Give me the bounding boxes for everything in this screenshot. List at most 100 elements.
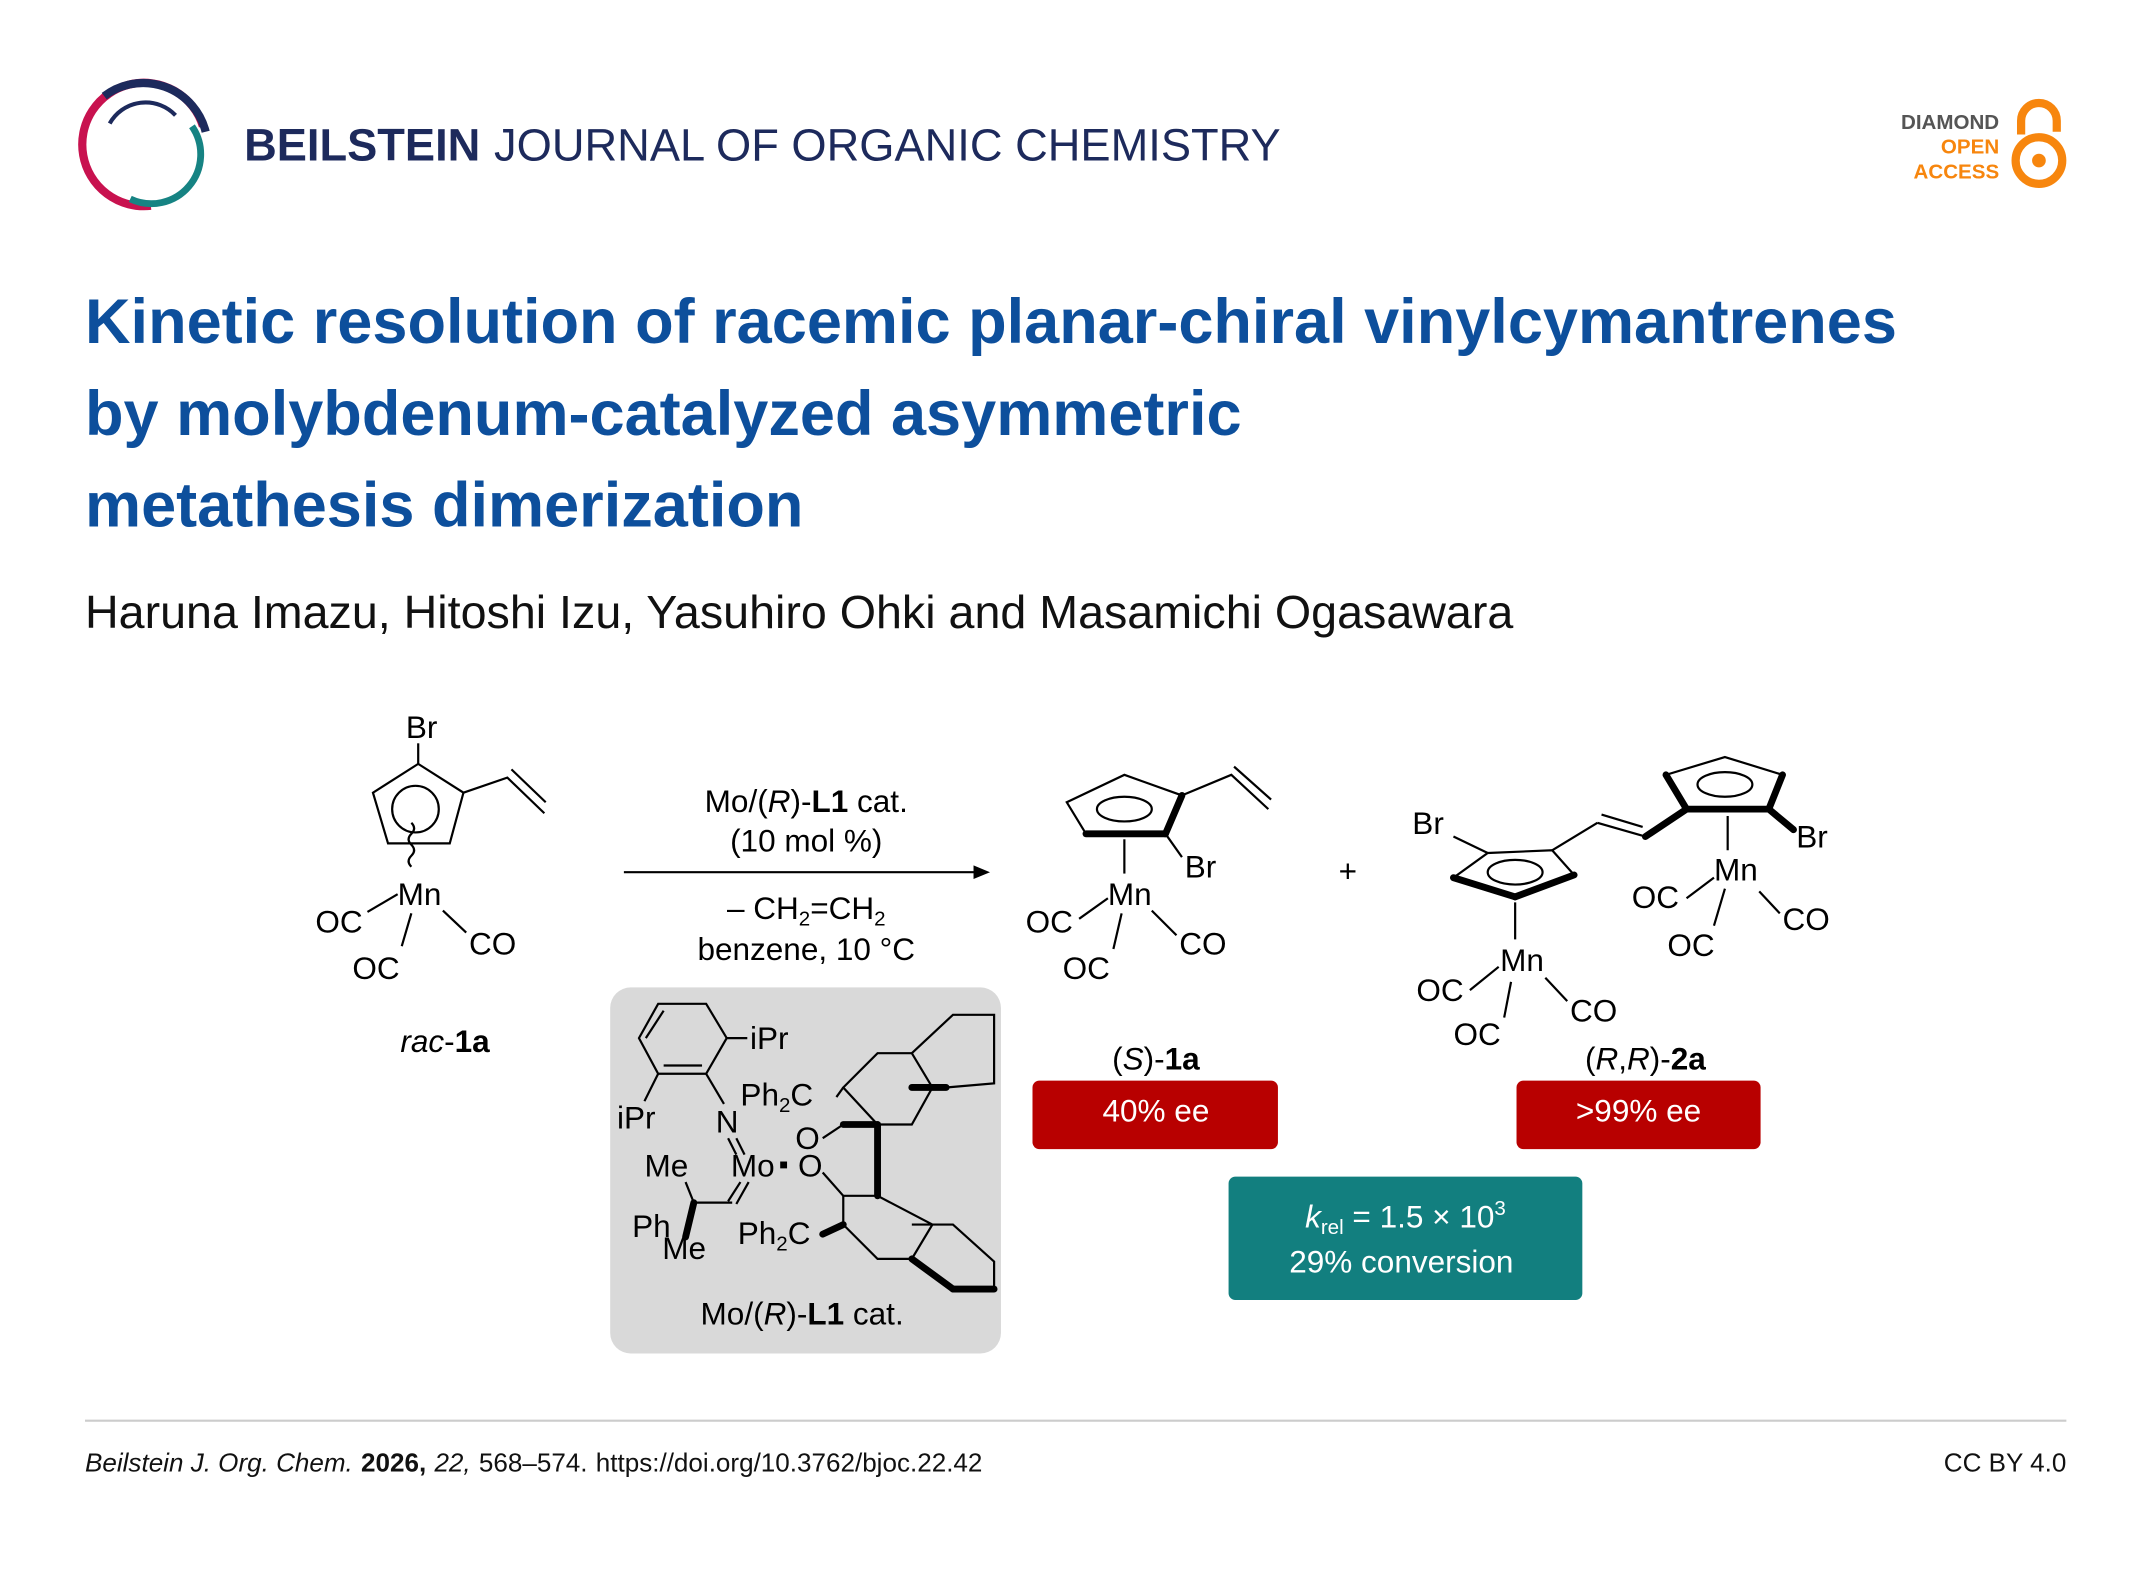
- chem-label: 1a: [1165, 1041, 1201, 1077]
- chem-label: OC: [1416, 972, 1463, 1008]
- chem-label: Mn: [1500, 942, 1544, 978]
- chem-label: Me: [644, 1148, 688, 1184]
- chem-label: iPr: [750, 1020, 789, 1056]
- bond-line: [1233, 765, 1272, 801]
- article-title: Kinetic resolution of racemic planar-chi…: [85, 287, 1897, 541]
- chem-label: Mo/(R)-L1 cat.: [705, 783, 908, 819]
- chem-label: Ph: [738, 1215, 777, 1251]
- bond-line: [366, 893, 399, 913]
- chem-label: Me: [662, 1230, 706, 1266]
- product-s-1a: Br Mn OC CO OC (S)-1a 40% ee: [1026, 765, 1278, 1150]
- chem-label: BEILSTEIN: [244, 120, 480, 171]
- bond-line: [463, 776, 546, 815]
- chem-label: 2026,: [361, 1447, 426, 1477]
- authors: Haruna Imazu, Hitoshi Izu, Yasuhiro Ohki…: [85, 586, 1513, 638]
- chem-label: Br: [406, 709, 438, 745]
- bond-line: [1095, 795, 1153, 823]
- bond-line: [1765, 805, 1797, 834]
- chem-label: L1: [811, 783, 848, 819]
- chem-label: 1a: [455, 1023, 491, 1059]
- bond-line: [2011, 133, 2067, 188]
- chem-label: Br: [1412, 805, 1444, 841]
- compound-label: (R,R)-2a: [1585, 1041, 1706, 1077]
- bond-line: [2032, 153, 2046, 168]
- bond-line: [822, 1123, 844, 1140]
- plus-sign: +: [1339, 853, 1357, 889]
- chem-label: 568–574.: [479, 1447, 588, 1477]
- ee-value: >99% ee: [1576, 1093, 1701, 1129]
- chem-label: O: [798, 1148, 823, 1184]
- chem-label: L1: [807, 1296, 844, 1332]
- chem-label: 2: [779, 1094, 790, 1117]
- chem-label: Br: [1185, 849, 1217, 885]
- chem-label: CO: [1570, 993, 1617, 1029]
- reaction-arrow: [623, 865, 990, 880]
- chem-label: cat.: [844, 1296, 904, 1332]
- chem-label: DIAMOND: [1901, 111, 1999, 134]
- bond-line: [1685, 876, 1715, 900]
- bond-line: [705, 1073, 725, 1105]
- chem-label: rel: [1321, 1216, 1344, 1239]
- bond-line: [407, 822, 416, 868]
- open-lock-icon: [2011, 98, 2067, 188]
- bond-line: [727, 1181, 742, 1202]
- chem-label: )-: [1650, 1041, 1671, 1077]
- bond-line: [643, 1073, 660, 1102]
- bond-line: [1712, 888, 1726, 926]
- bond-line: [911, 1013, 996, 1089]
- compound-label: (S)-1a: [1112, 1041, 1200, 1077]
- chem-label: Br: [1796, 819, 1828, 855]
- chem-label: Mn: [398, 876, 442, 912]
- bond-line: [442, 909, 467, 934]
- chem-label: OC: [315, 904, 362, 940]
- chem-label: metathesis dimerization: [85, 471, 803, 541]
- bond-line: [727, 1137, 738, 1156]
- bond-line: [1601, 813, 1643, 829]
- chem-label: Mo/(: [701, 1296, 765, 1332]
- chem-label: – CH2=CH2: [727, 890, 886, 931]
- chem-label: 2: [776, 1233, 787, 1256]
- bond-line: [1641, 805, 1690, 840]
- chem-label: Beilstein J. Org. Chem.: [85, 1447, 353, 1477]
- bond-line: [735, 1137, 746, 1156]
- bond-line: [1469, 965, 1500, 991]
- ee-value: 40% ee: [1102, 1093, 1209, 1129]
- chem-label: 2: [799, 908, 810, 931]
- bond-line: [644, 1010, 665, 1039]
- chem-label: )-: [790, 783, 811, 819]
- chem-label: Ph2C: [740, 1076, 813, 1117]
- chem-label: Mn: [1108, 876, 1152, 912]
- bond-line: [1451, 849, 1576, 899]
- bond-line: [2016, 98, 2061, 135]
- bond-line: [1765, 771, 1786, 813]
- chem-label: Ph: [632, 1208, 671, 1244]
- bond-line: [1551, 821, 1598, 852]
- bond-line: [1452, 835, 1489, 854]
- chem-label: R: [764, 1296, 787, 1332]
- bond-line: [1151, 909, 1178, 937]
- catalyst-structure: iPr iPr N Ph2C O Mo O Me Ph Me Ph2C Mo/(…: [610, 987, 1001, 1354]
- krel-box: krel = 1.5 × 103 29% conversion: [1228, 1176, 1583, 1301]
- bond-line: [610, 987, 1001, 1354]
- bond-line: [821, 1171, 845, 1197]
- chem-label: R: [768, 783, 791, 819]
- doi-link[interactable]: https://doi.org/10.3762/bjoc.22.42: [596, 1447, 983, 1477]
- bond-line: [1164, 833, 1183, 858]
- chem-label: OPEN: [1941, 136, 1999, 159]
- chem-label: OC: [352, 950, 399, 986]
- bond-line: [510, 768, 547, 804]
- bond-line: [1662, 771, 1690, 813]
- chem-label: 3: [1494, 1197, 1505, 1220]
- bond-line: [911, 1223, 996, 1290]
- bond-line: [1511, 871, 1578, 901]
- bond-line: [1228, 1176, 1583, 1301]
- bond-line: [973, 865, 990, 880]
- product-rr-2a: Br Br Mn OC CO OC Mn OC CO OC (R,R)-2a >…: [1412, 755, 1830, 1150]
- chem-label: (10 mol %): [730, 823, 882, 859]
- chem-label: ,: [1618, 1041, 1627, 1077]
- chem-label: =CH: [810, 890, 874, 926]
- license: CC BY 4.0: [1944, 1447, 2067, 1477]
- bond-line: [1696, 771, 1754, 798]
- citation: Beilstein J. Org. Chem.2026,22,568–574.h…: [85, 1447, 982, 1477]
